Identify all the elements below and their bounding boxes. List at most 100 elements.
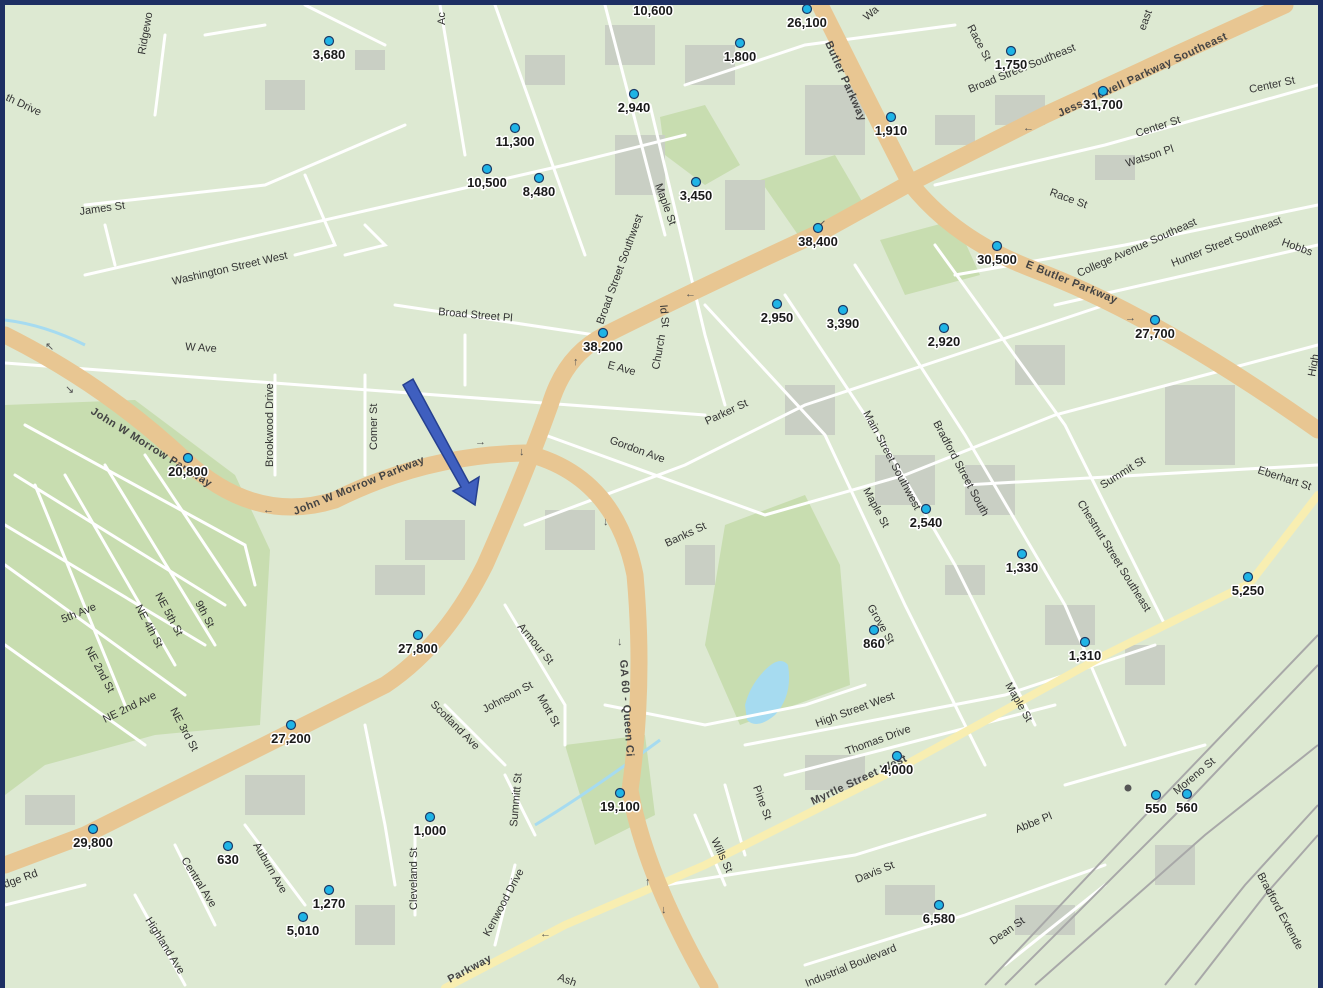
count-value-label: 2,540 [910,515,943,530]
traffic-count-c-31700[interactable]: 31,700 [1082,85,1124,114]
street-label: Comer St [368,404,380,450]
count-marker-dot[interactable] [412,629,424,641]
count-value-label: 8,480 [523,184,556,199]
traffic-count-c-10500[interactable]: 10,500 [466,163,508,192]
street-label: Bradford Extende [1254,871,1305,952]
traffic-count-c-1910[interactable]: 1,910 [873,111,909,140]
svg-text:↙: ↙ [817,218,826,230]
count-marker-dot[interactable] [938,322,950,334]
traffic-count-c-630[interactable]: 630 [216,840,240,869]
park-downtown [660,105,740,185]
traffic-count-c-5010[interactable]: 5,010 [285,911,321,940]
count-marker-dot[interactable] [509,122,521,134]
arterial-myrtle-street [441,491,1318,988]
street-label: th Drive [5,92,43,119]
map-canvas[interactable]: John W Morrow Parkway John W Morrow Park… [5,5,1318,988]
svg-text:→: → [475,436,486,448]
traffic-count-c-1000[interactable]: 1,000 [412,811,448,840]
traffic-count-c-27800[interactable]: 27,800 [397,629,439,658]
traffic-count-c-2940[interactable]: 2,940 [616,88,652,117]
svg-text:↑: ↑ [573,356,579,368]
traffic-count-c-3450[interactable]: 3,450 [678,176,714,205]
traffic-count-c-3680[interactable]: 3,680 [311,35,347,64]
count-marker-dot[interactable] [885,111,897,123]
traffic-count-c-19100[interactable]: 19,100 [599,787,641,816]
traffic-count-c-4000[interactable]: 4,000 [879,750,915,779]
count-marker-dot[interactable] [87,823,99,835]
street-label: High [1306,353,1318,377]
traffic-count-markers: 3,680 10,600 26,100 1,800 1,750 31,700 2,940 11… [72,5,1266,940]
count-marker-dot[interactable] [1242,571,1254,583]
count-marker-dot[interactable] [868,624,880,636]
traffic-count-c-1310[interactable]: 1,310 [1067,636,1103,665]
traffic-count-c-8480[interactable]: 8,480 [521,172,557,201]
count-marker-dot[interactable] [533,172,545,184]
traffic-count-c-3390[interactable]: 3,390 [825,304,861,333]
count-marker-dot[interactable] [182,452,194,464]
traffic-count-c-27200[interactable]: 27,200 [270,719,312,748]
traffic-count-c-2540[interactable]: 2,540 [908,503,944,532]
count-marker-dot[interactable] [1079,636,1091,648]
rail-station-dot [1124,784,1132,792]
traffic-count-c-550[interactable]: 550 [1144,789,1168,818]
count-marker-dot[interactable] [1150,789,1162,801]
count-marker-dot[interactable] [323,884,335,896]
traffic-count-c-38400[interactable]: 38,400 [797,222,839,251]
count-marker-dot[interactable] [891,750,903,762]
count-marker-dot[interactable] [285,719,297,731]
count-marker-dot[interactable] [597,327,609,339]
count-marker-dot[interactable] [991,240,1003,252]
traffic-count-c-560[interactable]: 560 [1175,788,1199,817]
count-marker-dot[interactable] [801,5,813,15]
count-marker-dot[interactable] [1016,548,1028,560]
traffic-count-c-2920[interactable]: 2,920 [926,322,962,351]
count-value-label: 2,940 [618,100,651,115]
traffic-count-c-29800[interactable]: 29,800 [72,823,114,852]
count-marker-dot[interactable] [481,163,493,175]
traffic-count-c-860[interactable]: 860 [862,624,886,653]
count-marker-dot[interactable] [628,88,640,100]
count-value-label: 3,390 [827,316,860,331]
count-marker-dot[interactable] [297,911,309,923]
traffic-count-c-11300[interactable]: 11,300 [494,122,536,151]
traffic-count-c-5250[interactable]: 5,250 [1230,571,1266,600]
count-marker-dot[interactable] [837,304,849,316]
traffic-count-c-20800[interactable]: 20,800 [167,452,209,481]
map-view[interactable]: John W Morrow Parkway John W Morrow Park… [5,5,1318,988]
count-marker-dot[interactable] [614,787,626,799]
count-marker-dot[interactable] [812,222,824,234]
svg-text:←: ← [540,928,551,940]
traffic-count-c-1330[interactable]: 1,330 [1004,548,1040,577]
traffic-count-c-1270[interactable]: 1,270 [311,884,347,913]
count-marker-dot[interactable] [771,298,783,310]
count-marker-dot[interactable] [734,37,746,49]
count-marker-dot[interactable] [1149,314,1161,326]
count-value-label: 38,400 [798,234,838,249]
traffic-count-c-1800[interactable]: 1,800 [722,37,758,66]
svg-text:→: → [1125,312,1136,324]
traffic-count-c-10600[interactable]: 10,600 [632,5,675,20]
count-value-label: 26,100 [787,15,827,30]
street-label: Armour St [515,621,556,667]
count-marker-dot[interactable] [920,503,932,515]
traffic-count-c-6580[interactable]: 6,580 [921,899,957,928]
stream-west [5,318,86,347]
count-marker-dot[interactable] [222,840,234,852]
svg-text:↖: ↖ [45,341,54,353]
count-marker-dot[interactable] [424,811,436,823]
count-marker-dot[interactable] [1005,45,1017,57]
count-marker-dot[interactable] [1181,788,1193,800]
traffic-count-c-2950[interactable]: 2,950 [759,298,795,327]
count-marker-dot[interactable] [933,899,945,911]
street-label: Hobbs [1280,237,1314,259]
traffic-count-c-30500[interactable]: 30,500 [976,240,1018,269]
count-marker-dot[interactable] [690,176,702,188]
count-value-label: 11,300 [495,134,534,149]
traffic-count-c-27700[interactable]: 27,700 [1134,314,1176,343]
traffic-count-c-38200[interactable]: 38,200 [582,327,624,356]
count-marker-dot[interactable] [1097,85,1109,97]
traffic-count-c-1750[interactable]: 1,750 [993,45,1029,74]
count-value-label: 3,680 [313,47,346,62]
count-marker-dot[interactable] [323,35,335,47]
traffic-count-c-26100[interactable]: 26,100 [786,5,828,32]
